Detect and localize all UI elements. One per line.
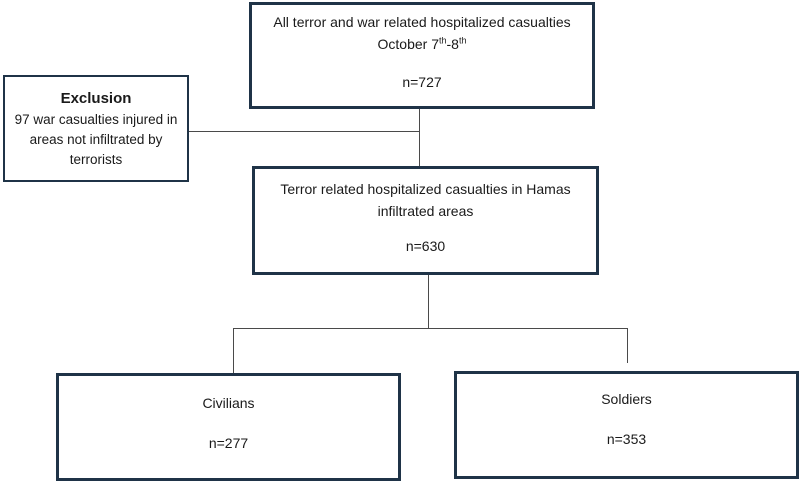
connector-exclusion: [189, 131, 419, 132]
total-casualties-box: All terror and war related hospitalized …: [249, 2, 595, 109]
connector-top-to-middle: [419, 109, 420, 166]
connector-to-civilians: [233, 328, 234, 373]
soldiers-box: Soldiers n=353: [454, 371, 799, 479]
terror-casualties-title-line-2: infiltrated areas: [377, 203, 474, 219]
exclusion-title: Exclusion: [60, 90, 132, 107]
exclusion-text-line-1: 97 war casualties injured in: [14, 112, 178, 127]
exclusion-text-line-2: areas not infiltrated by: [29, 132, 163, 147]
connector-to-soldiers: [627, 328, 628, 363]
soldiers-label: Soldiers: [601, 391, 652, 407]
total-casualties-title: All terror and war related hospitalized …: [273, 14, 571, 30]
connector-middle-down: [428, 275, 429, 328]
civilians-box: Civilians n=277: [56, 373, 401, 481]
exclusion-box: Exclusion 97 war casualties injured in a…: [3, 75, 189, 182]
civilians-label: Civilians: [202, 395, 255, 411]
civilians-count: n=277: [208, 435, 249, 451]
soldiers-count: n=353: [606, 431, 647, 447]
date-range: October 7th-8th: [377, 35, 467, 52]
terror-casualties-title-line-1: Terror related hospitalized casualties i…: [280, 181, 571, 197]
terror-casualties-box: Terror related hospitalized casualties i…: [252, 166, 599, 275]
terror-casualties-count: n=630: [405, 238, 446, 254]
exclusion-text-line-3: terrorists: [69, 152, 123, 167]
connector-split-horizontal: [233, 328, 628, 329]
total-count: n=727: [402, 74, 442, 90]
